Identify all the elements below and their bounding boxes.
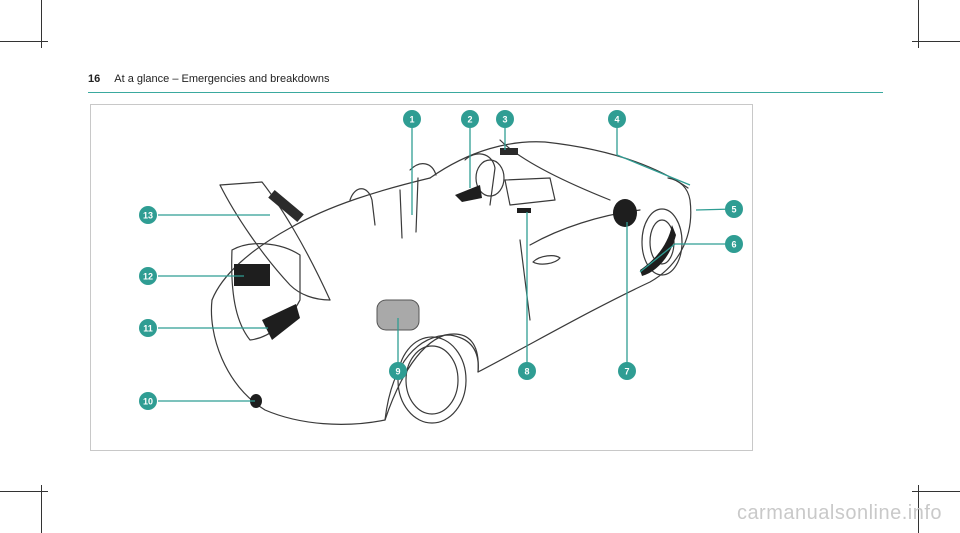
svg-text:9: 9: [395, 367, 400, 377]
headlamp-component: [613, 199, 637, 227]
callout-4: 4: [608, 110, 626, 128]
svg-text:2: 2: [467, 115, 472, 125]
page-header: 16 At a glance – Emergencies and breakdo…: [88, 73, 330, 85]
highlighted-components: [234, 148, 676, 408]
crop-mark: [918, 0, 919, 48]
svg-text:5: 5: [731, 205, 736, 215]
callout-9: 9: [389, 362, 407, 380]
crop-mark: [0, 491, 48, 492]
crop-mark: [0, 41, 48, 42]
figure-frame: [90, 104, 753, 451]
header-rule: [88, 92, 883, 93]
svg-text:13: 13: [143, 211, 153, 221]
crop-mark: [918, 485, 919, 533]
callout-5: 5: [725, 200, 743, 218]
callout-8: 8: [518, 362, 536, 380]
callout-13: 13: [139, 206, 157, 224]
page-number: 16: [88, 73, 101, 85]
crop-mark: [41, 0, 42, 48]
callout-12: 12: [139, 267, 157, 285]
callout-6: 6: [725, 235, 743, 253]
car-outline: [210, 139, 692, 425]
crop-mark: [912, 491, 960, 492]
svg-text:8: 8: [524, 367, 529, 377]
roof-module-component: [500, 148, 518, 155]
trunk-floor-component: [262, 304, 300, 340]
callout-7: 7: [618, 362, 636, 380]
svg-text:4: 4: [614, 115, 619, 125]
trunk-panel-component: [234, 264, 270, 286]
floor-component: [517, 208, 531, 213]
svg-text:11: 11: [143, 324, 153, 334]
watermark: carmanualsonline.info: [736, 502, 942, 524]
svg-text:7: 7: [624, 367, 629, 377]
crop-mark: [41, 485, 42, 533]
wheel-arch-component: [640, 225, 676, 276]
callout-11: 11: [139, 319, 157, 337]
trunk-lid-component: [268, 189, 304, 223]
svg-text:6: 6: [731, 240, 736, 250]
svg-text:12: 12: [143, 272, 153, 282]
svg-text:1: 1: [409, 115, 414, 125]
callout-1: 1: [403, 110, 421, 128]
tow-eye-component: [250, 394, 262, 408]
svg-text:10: 10: [143, 397, 153, 407]
callouts: 1 2 3 4 5 6 7 8 9 10 11 12 13: [139, 110, 743, 410]
leader-lines: [158, 128, 735, 402]
page-title: At a glance – Emergencies and breakdowns: [114, 73, 330, 85]
console-component: [455, 185, 482, 202]
svg-text:3: 3: [502, 115, 507, 125]
callout-2: 2: [461, 110, 479, 128]
callout-10: 10: [139, 392, 157, 410]
callout-3: 3: [496, 110, 514, 128]
crop-mark: [912, 41, 960, 42]
